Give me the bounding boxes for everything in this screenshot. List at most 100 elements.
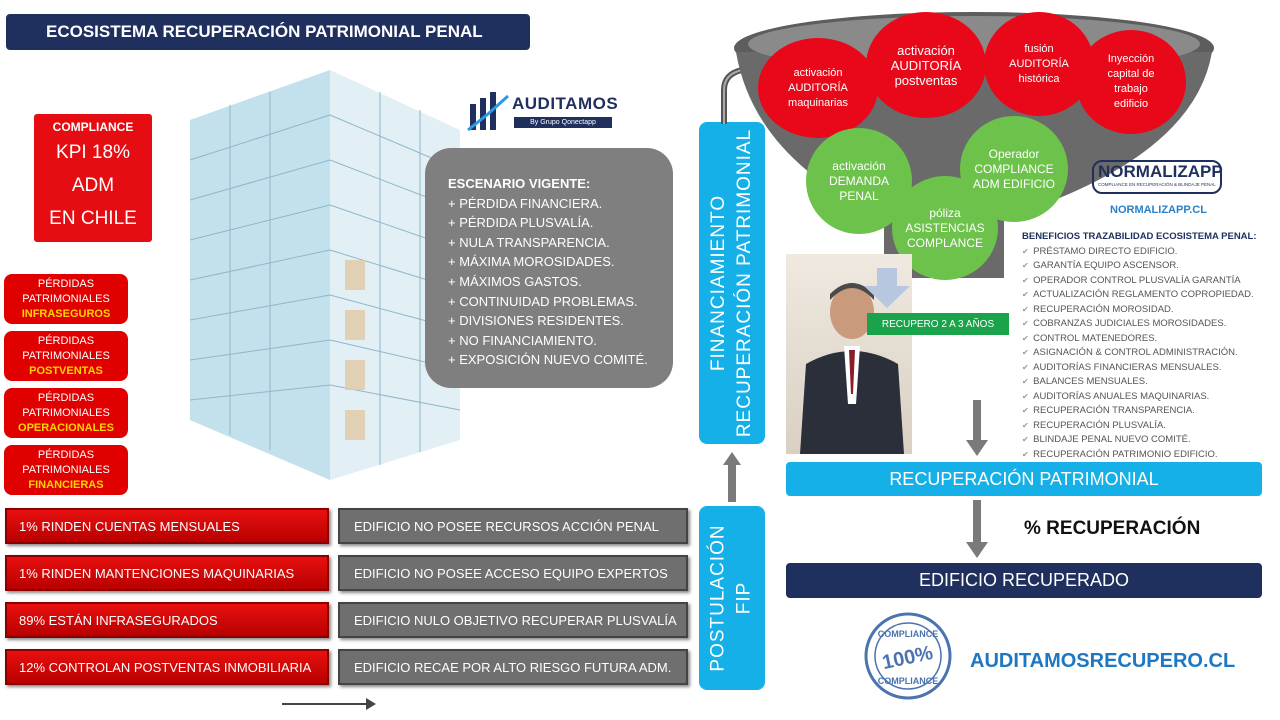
circle-line: DEMANDA [828,173,889,188]
financing-bar: FINANCIAMIENTO RECUPERACIÓN PATRIMONIAL [699,122,765,444]
issue-text: EDIFICIO NULO OBJETIVO RECUPERAR PLUSVAL… [354,612,677,628]
benefits-head: BENEFICIOS TRAZABILIDAD ECOSISTEMA PENAL… [1022,231,1257,242]
recupero-badge: RECUPERO 2 A 3 AÑOS [867,313,1009,335]
circle-line: AUDITORÍA [788,81,848,94]
auditamos-name: AUDITAMOS [512,94,619,113]
person-illustration [800,283,904,454]
down-arrow-icon [966,500,988,558]
benefit-item: RECUPERACIÓN PATRIMONIO EDIFICIO. [1022,448,1278,463]
circle-line: histórica [1018,72,1060,85]
circle-line: activación [897,42,955,58]
circle-line: maquinarias [788,96,848,109]
benefit-item: RECUPERACIÓN PLUSVALÍA. [1022,419,1278,434]
recuperacion-patrimonial-bar: RECUPERACIÓN PATRIMONIAL [786,462,1262,496]
circle-line: póliza [929,205,961,220]
benefit-item: ACTUALIZACIÓN REGLAMENTO COPROPIEDAD. [1022,288,1278,303]
loss-type: INFRASEGUROS [21,307,111,320]
postulation-line: POSTULACIÓN [708,524,730,672]
chile-line: EN CHILE [49,208,137,229]
benefit-item: GARANTÍA EQUIPO ASCENSOR. [1022,259,1278,274]
issue-bar-riesgo: EDIFICIO RECAE POR ALTO RIESGO FUTURA AD… [338,649,688,685]
normalizapp-url: NORMALIZAPP.CL [1110,204,1207,216]
circle-line: Operador [988,146,1040,161]
issue-text: EDIFICIO NO POSEE ACCESO EQUIPO EXPERTOS [354,565,668,581]
loss-label: PATRIMONIALES [22,349,110,362]
stat-bar-postventas: 12% CONTROLAN POSTVENTAS INMOBILIARIA [5,649,329,685]
scenario-item: + MÁXIMA MOROSIDADES. [448,254,615,270]
benefit-item: PRÉSTAMO DIRECTO EDIFICIO. [1022,245,1278,260]
stat-text: 1% RINDEN CUENTAS MENSUALES [19,518,240,534]
issue-text: EDIFICIO RECAE POR ALTO RIESGO FUTURA AD… [354,659,672,675]
circle-line: ADM EDIFICIO [972,176,1055,191]
compliance-kpi-box: COMPLIANCE KPI 18% ADM EN CHILE [34,114,152,242]
benefit-item: RECUPERACIÓN TRANSPARENCIA. [1022,404,1278,419]
down-arrow-icon [864,268,910,308]
benefit-item: COBRANZAS JUDICIALES MOROSIDADES. [1022,317,1278,332]
loss-label: PATRIMONIALES [22,292,110,305]
auditamos-tag: By Grupo Qonectapp [514,117,612,128]
loss-box-infraseguros: PÉRDIDAS PATRIMONIALES INFRASEGUROS [4,274,128,324]
connector-pipe [721,67,743,124]
up-arrow-icon [723,452,741,502]
circle-line: activación [832,158,886,173]
loss-type: FINANCIERAS [28,478,104,491]
stamp-bottom-text: COMPLIANCE [878,676,939,686]
circle-line: postventas [894,72,958,88]
compliance-head: COMPLIANCE [52,120,134,134]
circle-line: edificio [1113,98,1149,110]
kpi-line: KPI 18% [56,142,130,163]
loss-label: PÉRDIDAS [37,277,95,290]
circle-line: activación [793,66,843,79]
loss-box-operacionales: PÉRDIDAS PATRIMONIALES OPERACIONALES [4,388,128,438]
down-arrow-icon [966,400,988,456]
issue-bar-recursos: EDIFICIO NO POSEE RECURSOS ACCIÓN PENAL [338,508,688,544]
loss-box-financieras: PÉRDIDAS PATRIMONIALES FINANCIERAS [4,445,128,495]
benefit-item: BALANCES MENSUALES. [1022,375,1278,390]
stat-text: 1% RINDEN MANTENCIONES MAQUINARIAS [19,565,295,581]
issue-text: EDIFICIO NO POSEE RECURSOS ACCIÓN PENAL [354,518,659,534]
loss-label: PÉRDIDAS [37,334,95,347]
scenario-item: + CONTINUIDAD PROBLEMAS. [448,293,638,309]
stat-bar-infraseguros: 89% ESTÁN INFRASEGURADOS [5,602,329,638]
benefit-item: RECUPERACIÓN MOROSIDAD. [1022,303,1278,318]
benefits-list: BENEFICIOS TRAZABILIDAD ECOSISTEMA PENAL… [1022,230,1278,462]
loss-label: PÉRDIDAS [37,448,95,461]
scenario-head: ESCENARIO VIGENTE: [448,176,591,191]
scenario-box: ESCENARIO VIGENTE: + PÉRDIDA FINANCIERA.… [425,148,673,388]
loss-box-postventas: PÉRDIDAS PATRIMONIALES POSTVENTAS [4,331,128,381]
postulation-line: FIP [734,581,756,615]
loss-type: POSTVENTAS [29,364,103,377]
site-url[interactable]: AUDITAMOSRECUPERO.CL [970,650,1236,672]
issue-bar-plusvalia: EDIFICIO NULO OBJETIVO RECUPERAR PLUSVAL… [338,602,688,638]
loss-label: PATRIMONIALES [22,463,110,476]
circle-line: fusión [1024,42,1054,55]
postulation-bar: POSTULACIÓN FIP [699,506,765,690]
circle-line: AUDITORÍA [1009,57,1069,70]
stat-text: 12% CONTROLAN POSTVENTAS INMOBILIARIA [19,659,312,675]
scenario-item: + PÉRDIDA PLUSVALÍA. [448,215,594,231]
auditamos-logo: AUDITAMOS By Grupo Qonectapp [466,90,622,136]
scenario-item: + NO FINANCIAMIENTO. [448,332,597,348]
benefit-item: OPERADOR CONTROL PLUSVALÍA GARANTÍA [1022,274,1278,289]
benefit-item: ASIGNACIÓN & CONTROL ADMINISTRACIÓN. [1022,346,1278,361]
compliance-stamp-icon: COMPLIANCE 100% COMPLIANCE [864,612,952,700]
benefit-item: BLINDAJE PENAL NUEVO COMITÉ. [1022,433,1278,448]
page-title: ECOSISTEMA RECUPERACIÓN PATRIMONIAL PENA… [6,14,530,50]
loss-label: PÉRDIDAS [37,391,95,404]
circle-line: ASISTENCIAS [905,220,985,235]
scenario-item: + MÁXIMOS GASTOS. [448,273,582,289]
benefit-item: CONTROL MATENEDORES. [1022,332,1278,347]
stat-bar-cuentas: 1% RINDEN CUENTAS MENSUALES [5,508,329,544]
scenario-item: + DIVISIONES RESIDENTES. [448,313,624,329]
loss-type: OPERACIONALES [18,421,114,434]
postulation-text: POSTULACIÓN FIP [706,524,758,671]
pct-recuperacion-label: % RECUPERACIÓN [1024,518,1201,539]
circle-line: trabajo [1114,83,1148,95]
stamp-top-text: COMPLIANCE [878,629,939,639]
scenario-item: + EXPOSICIÓN NUEVO COMITÉ. [448,352,648,368]
stat-bar-mantenciones: 1% RINDEN MANTENCIONES MAQUINARIAS [5,555,329,591]
benefit-item: AUDITORÍAS ANUALES MAQUINARIAS. [1022,390,1278,405]
